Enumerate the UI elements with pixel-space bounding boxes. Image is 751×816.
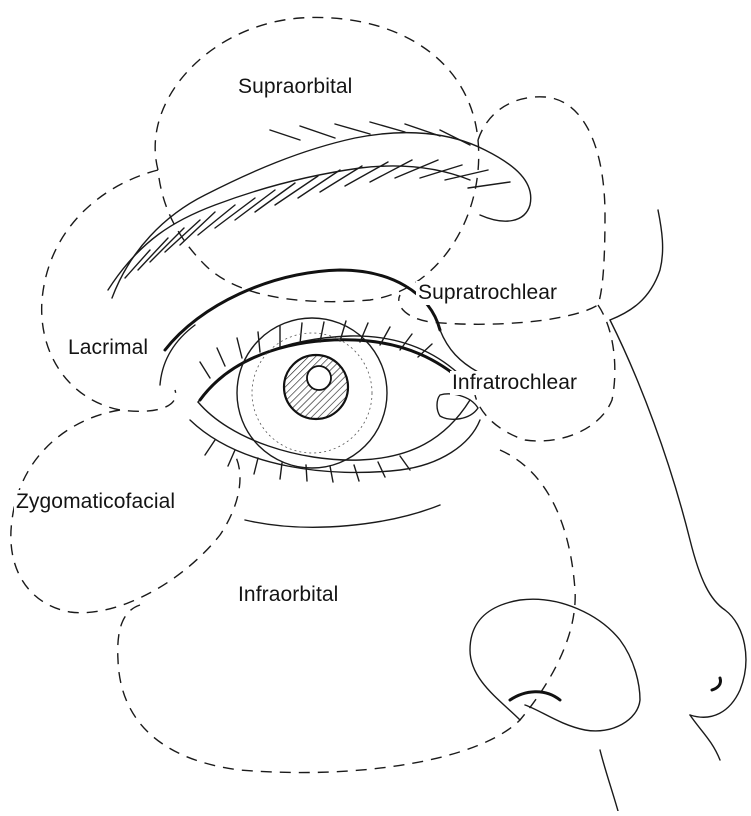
infratrochlear-label: Infratrochlear	[450, 371, 579, 395]
lacrimal-label: Lacrimal	[66, 336, 150, 360]
lower-lid-line	[245, 505, 440, 527]
supratrochlear-label: Supratrochlear	[416, 281, 559, 305]
infraorbital-label: Infraorbital	[236, 583, 340, 607]
infraorbital-region-outline	[118, 450, 575, 773]
supraorbital-label: Supraorbital	[236, 75, 354, 99]
supraorbital-region-outline	[155, 17, 479, 301]
upper-eyelid-fold	[165, 270, 440, 350]
lacrimal-region-outline	[42, 170, 176, 411]
zygomaticofacial-label: Zygomaticofacial	[14, 490, 177, 514]
eye	[190, 318, 480, 482]
